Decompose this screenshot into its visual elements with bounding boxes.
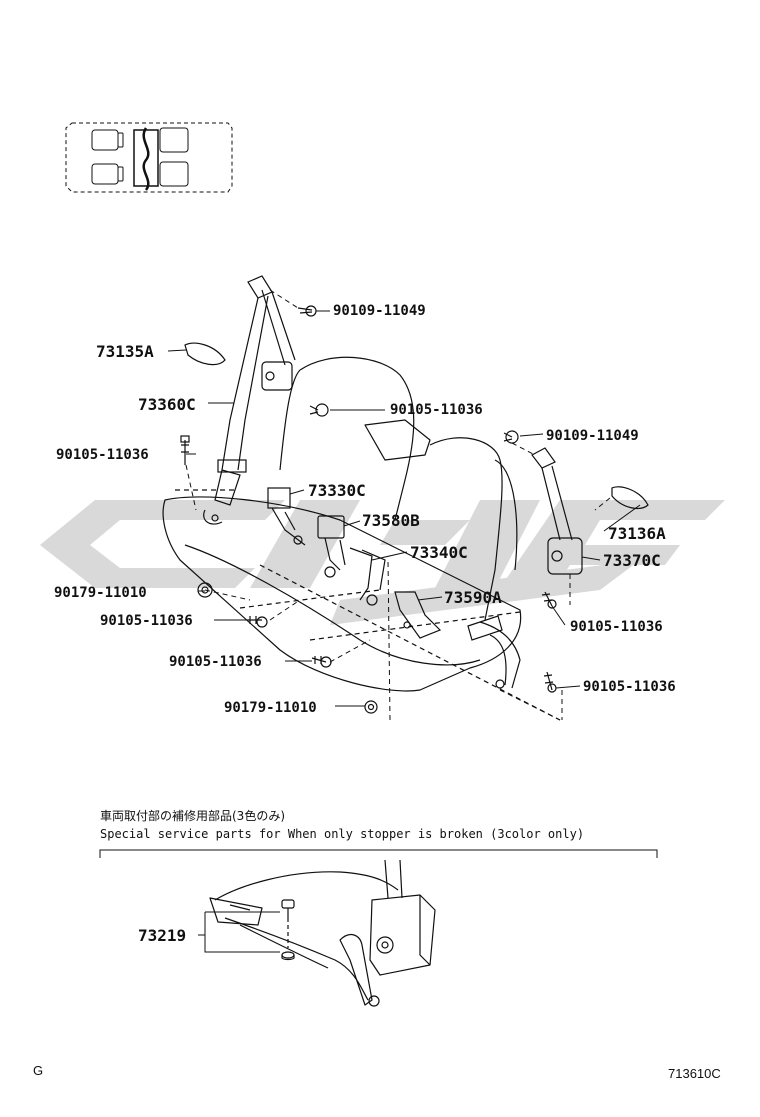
callout-73330c: 73330C (308, 481, 366, 500)
part-number: 90105-11036 (56, 447, 149, 463)
bolt-icon (311, 656, 332, 668)
bolt-icon (543, 671, 557, 693)
nut-icon (197, 582, 213, 598)
left-seat-belt-assembly (184, 275, 442, 639)
right-seat-belt-assembly (467, 447, 649, 689)
bolt-icon (541, 591, 557, 609)
vehicle-locator-icon (65, 122, 233, 193)
part-number: 90105-11036 (390, 402, 483, 418)
bolt-icon (309, 403, 329, 417)
bolt-icon (297, 305, 317, 317)
note-bracket (99, 849, 658, 858)
page-code: G (33, 1063, 43, 1078)
callout-73370c: 73370C (603, 551, 661, 570)
callout-73590a: 73590A (444, 588, 502, 607)
stopper-detail-drawing (209, 859, 436, 1007)
bolt-icon (503, 430, 519, 444)
callout-73340c: 73340C (410, 543, 468, 562)
service-note-japanese: 車両取付部の補修用部品(3色のみ) (100, 808, 285, 823)
callout-leader-lines (167, 310, 641, 707)
bolt-icon (180, 435, 190, 465)
part-number: 90179-11010 (224, 700, 317, 716)
callout-73135a: 73135A (96, 342, 154, 361)
service-note-english: Special service parts for When only stop… (100, 827, 584, 841)
callout-73219: 73219 (138, 926, 186, 945)
installation-guide-lines (185, 289, 611, 721)
figure-id: 713610C (668, 1066, 721, 1081)
callout-73360c: 73360C (138, 395, 196, 414)
detail-bracket-lines (204, 911, 280, 953)
part-number: 90105-11036 (583, 679, 676, 695)
rear-seat-assembly (162, 356, 561, 721)
part-number: 90105-11036 (570, 619, 663, 635)
callout-73580b: 73580B (362, 511, 420, 530)
callout-73136a: 73136A (608, 524, 666, 543)
part-number: 90105-11036 (100, 613, 193, 629)
part-number: 90109-11049 (333, 303, 426, 319)
bolt-icon (247, 616, 268, 628)
part-number: 90179-11010 (54, 585, 147, 601)
nut-icon (364, 700, 378, 714)
part-number: 90109-11049 (546, 428, 639, 444)
part-number: 90105-11036 (169, 654, 262, 670)
